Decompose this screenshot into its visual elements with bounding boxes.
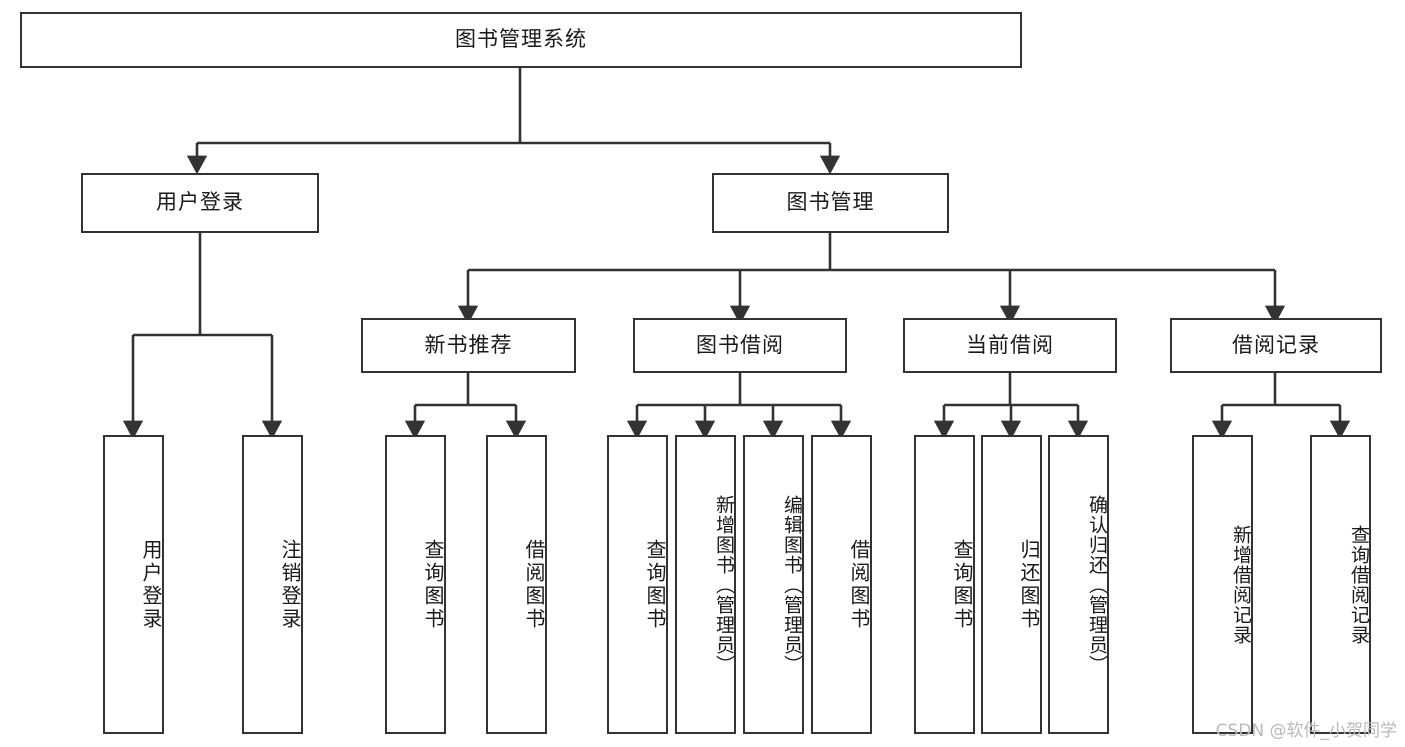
node-leaf-add-book[interactable]: 新增图书（管理员） [675,435,736,734]
node-leaf-add-book-label: 新增图书（管理员） [713,494,735,675]
node-leaf-user-logout-label: 注销登录 [278,538,302,631]
node-leaf-user-login[interactable]: 用户登录 [103,435,164,734]
node-leaf-query-book-3[interactable]: 查询图书 [914,435,975,734]
node-leaf-query-book-1-label: 查询图书 [421,538,445,631]
node-leaf-query-book-1[interactable]: 查询图书 [385,435,446,734]
node-leaf-edit-book-label: 编辑图书（管理员） [781,494,803,675]
node-current-borrow-label: 当前借阅 [966,332,1054,357]
node-new-book-recommend-label: 新书推荐 [424,332,513,357]
node-leaf-query-record-label: 查询借阅记录 [1348,524,1370,645]
node-user-login[interactable]: 用户登录 [81,173,319,233]
node-leaf-confirm-return-label: 确认归还（管理员） [1086,494,1108,675]
node-leaf-return-book[interactable]: 归还图书 [981,435,1042,734]
node-book-borrow-label: 图书借阅 [696,332,784,357]
node-borrow-record-label: 借阅记录 [1232,332,1320,357]
node-root-label: 图书管理系统 [455,27,587,52]
node-leaf-confirm-return[interactable]: 确认归还（管理员） [1048,435,1109,734]
node-new-book-recommend[interactable]: 新书推荐 [361,318,576,373]
node-leaf-query-book-3-label: 查询图书 [950,538,974,631]
node-book-manage[interactable]: 图书管理 [712,173,949,233]
node-leaf-borrow-book-1-label: 借阅图书 [522,538,546,631]
node-leaf-add-record[interactable]: 新增借阅记录 [1192,435,1253,734]
node-leaf-user-logout[interactable]: 注销登录 [242,435,303,734]
node-leaf-borrow-book-1[interactable]: 借阅图书 [486,435,547,734]
node-root[interactable]: 图书管理系统 [20,12,1022,68]
node-current-borrow[interactable]: 当前借阅 [903,318,1117,373]
node-leaf-user-login-label: 用户登录 [139,538,163,631]
node-user-login-label: 用户登录 [156,190,244,215]
node-leaf-add-record-label: 新增借阅记录 [1230,524,1252,645]
node-leaf-query-record[interactable]: 查询借阅记录 [1310,435,1371,734]
node-book-manage-label: 图书管理 [786,190,875,215]
node-leaf-query-book-2-label: 查询图书 [643,538,667,631]
csdn-watermark: CSDN @软件_小贺同学 [1215,721,1397,741]
node-borrow-record[interactable]: 借阅记录 [1170,318,1382,373]
node-leaf-borrow-book-2[interactable]: 借阅图书 [811,435,872,734]
node-leaf-query-book-2[interactable]: 查询图书 [607,435,668,734]
node-leaf-edit-book[interactable]: 编辑图书（管理员） [743,435,804,734]
node-leaf-borrow-book-2-label: 借阅图书 [847,538,871,631]
node-leaf-return-book-label: 归还图书 [1017,538,1041,631]
node-book-borrow[interactable]: 图书借阅 [633,318,847,373]
